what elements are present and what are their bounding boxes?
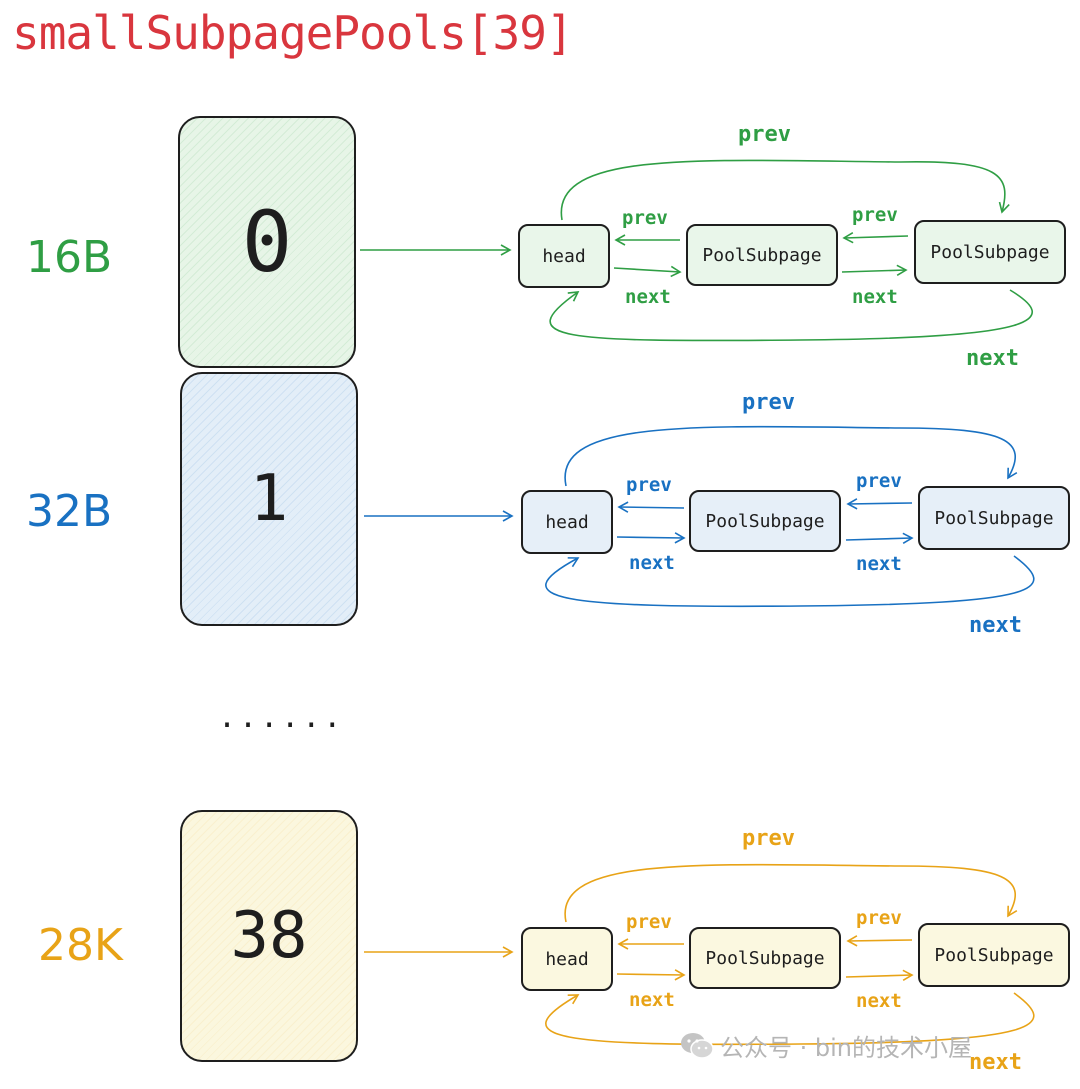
head-node-0: head	[518, 224, 610, 288]
prev-label: prev	[622, 207, 668, 229]
next-label: next	[629, 989, 675, 1011]
prev-label: prev	[856, 470, 902, 492]
next-label: next	[856, 990, 902, 1012]
prev-label: prev	[626, 474, 672, 496]
ellipsis: ......	[218, 700, 345, 735]
prev-label: prev	[852, 204, 898, 226]
pool-subpage-node-0b: PoolSubpage	[914, 220, 1066, 284]
pool-subpage-node-1b: PoolSubpage	[918, 486, 1070, 550]
outer-prev-label: prev	[738, 122, 791, 147]
watermark-text: 公众号 · bin的技术小屋	[720, 1034, 972, 1062]
watermark: 公众号 · bin的技术小屋	[680, 1028, 972, 1063]
pool-cell-1: 1	[180, 372, 358, 626]
outer-next-label: next	[966, 346, 1019, 371]
head-node-1: head	[521, 490, 613, 554]
next-label: next	[625, 286, 671, 308]
next-label: next	[856, 553, 902, 575]
size-label-32b: 32B	[26, 486, 113, 537]
wechat-icon	[681, 1032, 714, 1059]
pool-cell-0: 0	[178, 116, 356, 368]
head-node-38: head	[521, 927, 613, 991]
pool-subpage-node-1a: PoolSubpage	[689, 490, 841, 552]
diagram-title: smallSubpagePools[39]	[12, 6, 574, 60]
size-label-16b: 16B	[26, 232, 113, 283]
outer-prev-label: prev	[742, 826, 795, 851]
prev-label: prev	[626, 911, 672, 933]
outer-next-label: next	[969, 1050, 1022, 1075]
pool-subpage-node-0a: PoolSubpage	[686, 224, 838, 286]
pool-cell-38: 38	[180, 810, 358, 1062]
next-label: next	[852, 286, 898, 308]
size-label-28k: 28K	[38, 920, 123, 971]
pool-subpage-node-38b: PoolSubpage	[918, 923, 1070, 987]
outer-prev-label: prev	[742, 390, 795, 415]
outer-next-label: next	[969, 613, 1022, 638]
prev-label: prev	[856, 907, 902, 929]
pool-subpage-node-38a: PoolSubpage	[689, 927, 841, 989]
next-label: next	[629, 552, 675, 574]
